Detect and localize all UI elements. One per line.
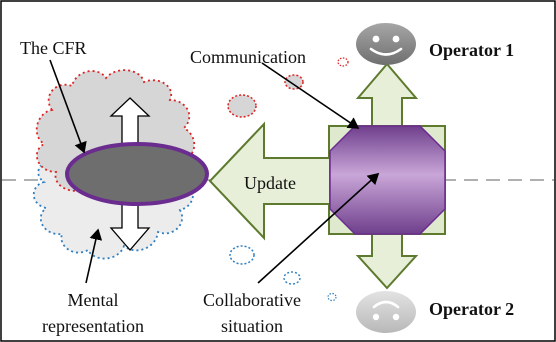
cfr-ellipse — [65, 142, 209, 206]
mental-representation-label-line2: representation — [42, 316, 144, 336]
small-cloud — [283, 271, 301, 285]
mental-representation-label-line1: Mental — [68, 290, 119, 310]
small-cloud — [284, 74, 304, 90]
smiling-face-icon — [356, 23, 416, 65]
collaborative-situation-pointer-line — [257, 172, 380, 284]
communication-label: Communication — [190, 47, 306, 67]
operator1-label: Operator 1 — [429, 40, 514, 60]
operator2-label: Operator 2 — [429, 299, 514, 319]
small-cloud — [327, 292, 337, 302]
small-cloud — [229, 245, 255, 265]
collaborative-situation-label-line2: situation — [221, 316, 283, 336]
update-arrow — [208, 121, 331, 241]
communication-pointer-line — [261, 62, 360, 129]
operator2-down-arrow — [355, 231, 419, 290]
update-label: Update — [244, 173, 296, 193]
collaborative-situation-octagon — [329, 125, 446, 235]
collaborative-situation-label-line1: Collaborative — [203, 290, 301, 310]
mental-representation-pointer-line — [85, 228, 103, 284]
cfr-label: The CFR — [20, 38, 87, 58]
cfr-pointer-line — [49, 59, 87, 154]
frowning-face-icon — [356, 291, 416, 333]
small-cloud — [227, 94, 257, 118]
small-cloud — [337, 57, 349, 67]
